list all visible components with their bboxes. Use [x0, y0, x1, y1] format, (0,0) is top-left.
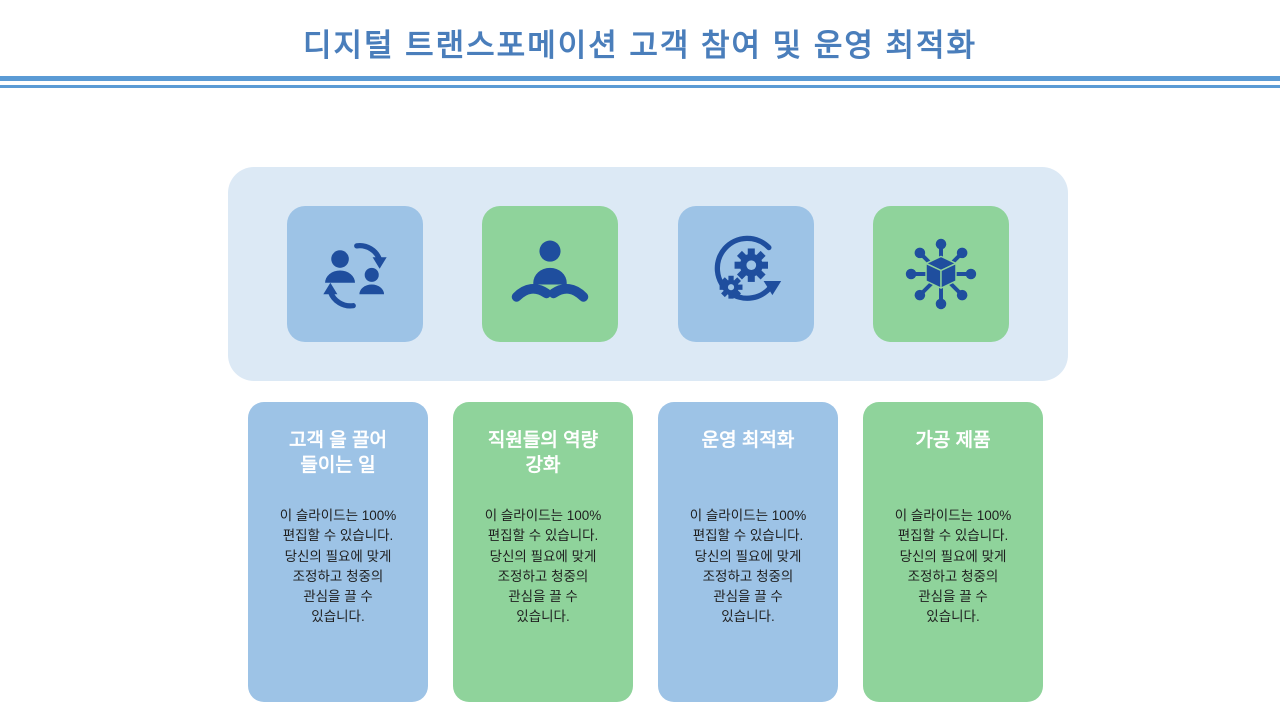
- icon-tile-empowerment: [482, 206, 619, 342]
- cube-network-icon: [905, 238, 976, 310]
- card-customer-engagement: 고객 을 끌어 들이는 일 이 슬라이드는 100% 편집할 수 있습니다. 당…: [248, 402, 428, 702]
- icon-panel: [228, 167, 1068, 381]
- card-body: 이 슬라이드는 100% 편집할 수 있습니다. 당신의 필요에 맞게 조정하고…: [689, 508, 807, 625]
- icon-tile-product: [872, 206, 1009, 342]
- slide-title: 디지털 트랜스포메이션 고객 참여 및 운영 최적화: [302, 28, 978, 63]
- icon-tile-customer-engagement: [287, 206, 424, 342]
- cards-row: 고객 을 끌어 들이는 일 이 슬라이드는 100% 편집할 수 있습니다. 당…: [248, 402, 1043, 702]
- title-divider: [0, 76, 1280, 88]
- card-title: 고객 을 끌어 들이는 일: [289, 430, 387, 477]
- card-body: 이 슬라이드는 100% 편집할 수 있습니다. 당신의 필요에 맞게 조정하고…: [484, 508, 602, 625]
- card-title: 운영 최적화: [701, 430, 795, 451]
- card-employee-empowerment: 직원들의 역량 강화 이 슬라이드는 100% 편집할 수 있습니다. 당신의 …: [453, 402, 633, 702]
- person-in-hands-icon: [512, 240, 589, 302]
- card-body: 이 슬라이드는 100% 편집할 수 있습니다. 당신의 필요에 맞게 조정하고…: [894, 508, 1012, 625]
- gears-cycle-icon: [714, 235, 781, 301]
- card-title: 직원들의 역량 강화: [487, 430, 599, 477]
- card-processed-product: 가공 제품 이 슬라이드는 100% 편집할 수 있습니다. 당신의 필요에 맞…: [863, 402, 1043, 702]
- divider-line-bottom: [0, 85, 1280, 88]
- divider-line-top: [0, 76, 1280, 81]
- card-operations-optimization: 운영 최적화 이 슬라이드는 100% 편집할 수 있습니다. 당신의 필요에 …: [658, 402, 838, 702]
- card-body: 이 슬라이드는 100% 편집할 수 있습니다. 당신의 필요에 맞게 조정하고…: [279, 508, 397, 625]
- icon-tile-operations: [677, 206, 814, 342]
- card-title: 가공 제품: [915, 430, 991, 451]
- people-exchange-icon: [323, 243, 387, 309]
